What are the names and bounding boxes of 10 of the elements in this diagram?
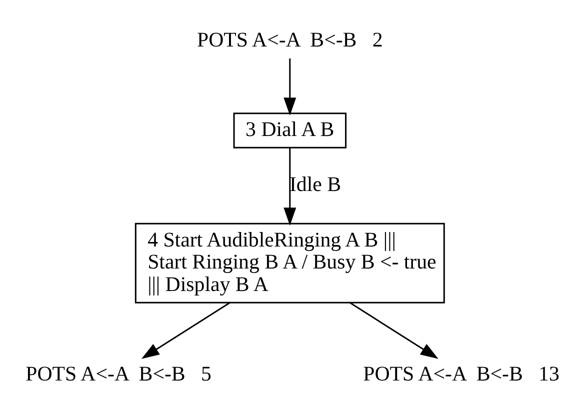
arrow [349, 302, 438, 358]
node-box: 3 Dial A B [233, 112, 347, 148]
arrow [284, 58, 296, 116]
node-text: POTS A<-A B<-B 5 [26, 360, 212, 385]
edge-label: Idle B [289, 172, 342, 196]
node-text: POTS A<-A B<-B 2 [196, 27, 383, 52]
arrow [284, 147, 296, 226]
node-box: 4 Start AudibleRinging A B ||| Start Ringing B A / Busy B <- true ||| Display B A [134, 222, 445, 303]
node-text: POTS A<-A B<-B 13 [363, 360, 560, 385]
arrow [141, 302, 230, 358]
